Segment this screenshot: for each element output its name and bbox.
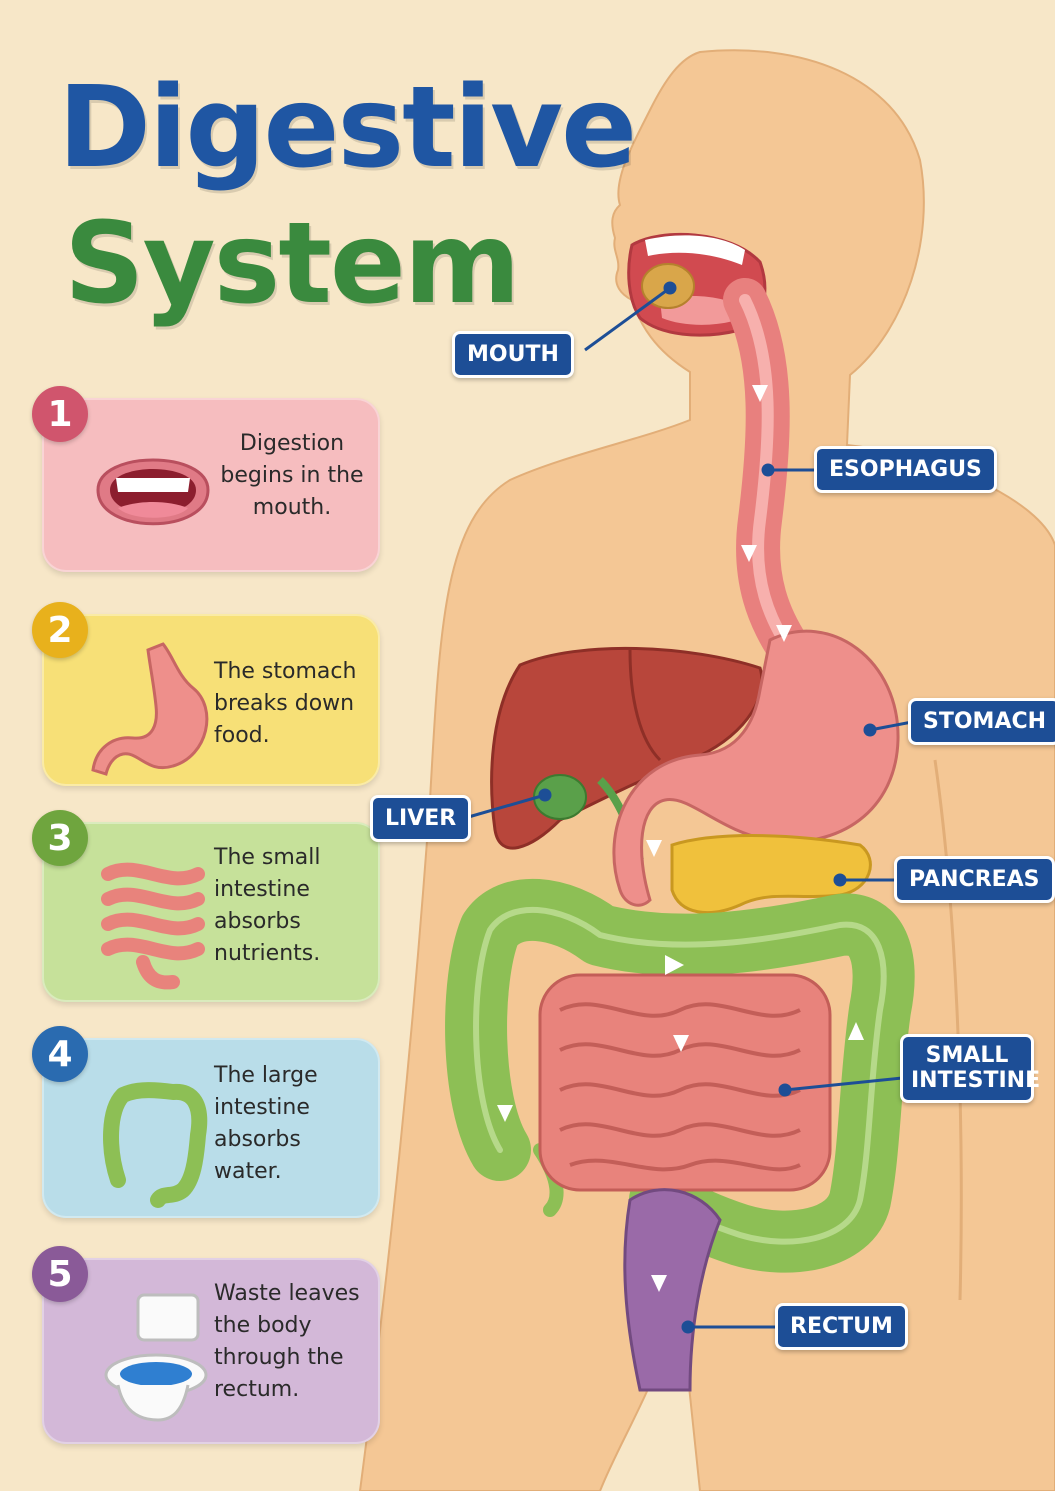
step-card-3: 3 The small intestine absorbs nutrients. [32, 810, 380, 1002]
large-intestine-highlight [473, 907, 887, 1245]
esophagus-highlight [739, 294, 796, 656]
rectum-label: RECTUM [775, 1303, 908, 1351]
step-number-badge: 1 [32, 386, 88, 442]
pancreas-label: PANCREAS [894, 856, 1055, 904]
flow-arrows [497, 385, 864, 1292]
arm-outline [933, 759, 963, 1301]
step-card-1: 1 Digestion begins in the mouth. [32, 386, 380, 572]
large-intestine-icon [103, 1082, 208, 1208]
step-text-5: Waste leaves the body through the rectum… [214, 1281, 360, 1402]
step-text-3: The small intestine absorbs nutrients. [214, 845, 321, 966]
title-line-1: Digestive [58, 63, 637, 193]
step-card-4: 4 The large intestine absorbs water. [32, 1026, 380, 1218]
leader-lines [464, 281, 913, 1334]
step-number-badge: 5 [32, 1246, 88, 1302]
mouth-label: MOUTH [452, 331, 574, 379]
small-intestine-icon [101, 862, 205, 990]
step-card-5: 5 Waste leaves the body through the rect… [32, 1246, 380, 1444]
title-line-2: System [64, 199, 521, 329]
toilet-icon [104, 1293, 208, 1422]
small-intestine-label: SMALL INTESTINE [900, 1034, 1040, 1103]
stomach-label: STOMACH [908, 698, 1055, 746]
small-intestine-folds [559, 1002, 801, 1172]
step-card-2: 2 The stomach breaks down food. [32, 602, 380, 786]
esophagus-label: ESOPHAGUS [814, 446, 997, 494]
step-text-2: The stomach breaks down food. [214, 659, 357, 748]
teeth [645, 235, 745, 265]
open-mouth-icon [96, 458, 210, 526]
step-text-1: Digestion begins in the mouth. [220, 431, 364, 520]
step-text-4: The large intestine absorbs water. [214, 1063, 318, 1184]
small-intestine-organ [538, 973, 832, 1192]
step-number-badge: 4 [32, 1026, 88, 1082]
stomach-icon [91, 642, 209, 776]
stomach-organ [612, 629, 900, 907]
step-number-badge: 2 [32, 602, 88, 658]
liver-label: LIVER [370, 795, 472, 843]
step-number-badge: 3 [32, 810, 88, 866]
